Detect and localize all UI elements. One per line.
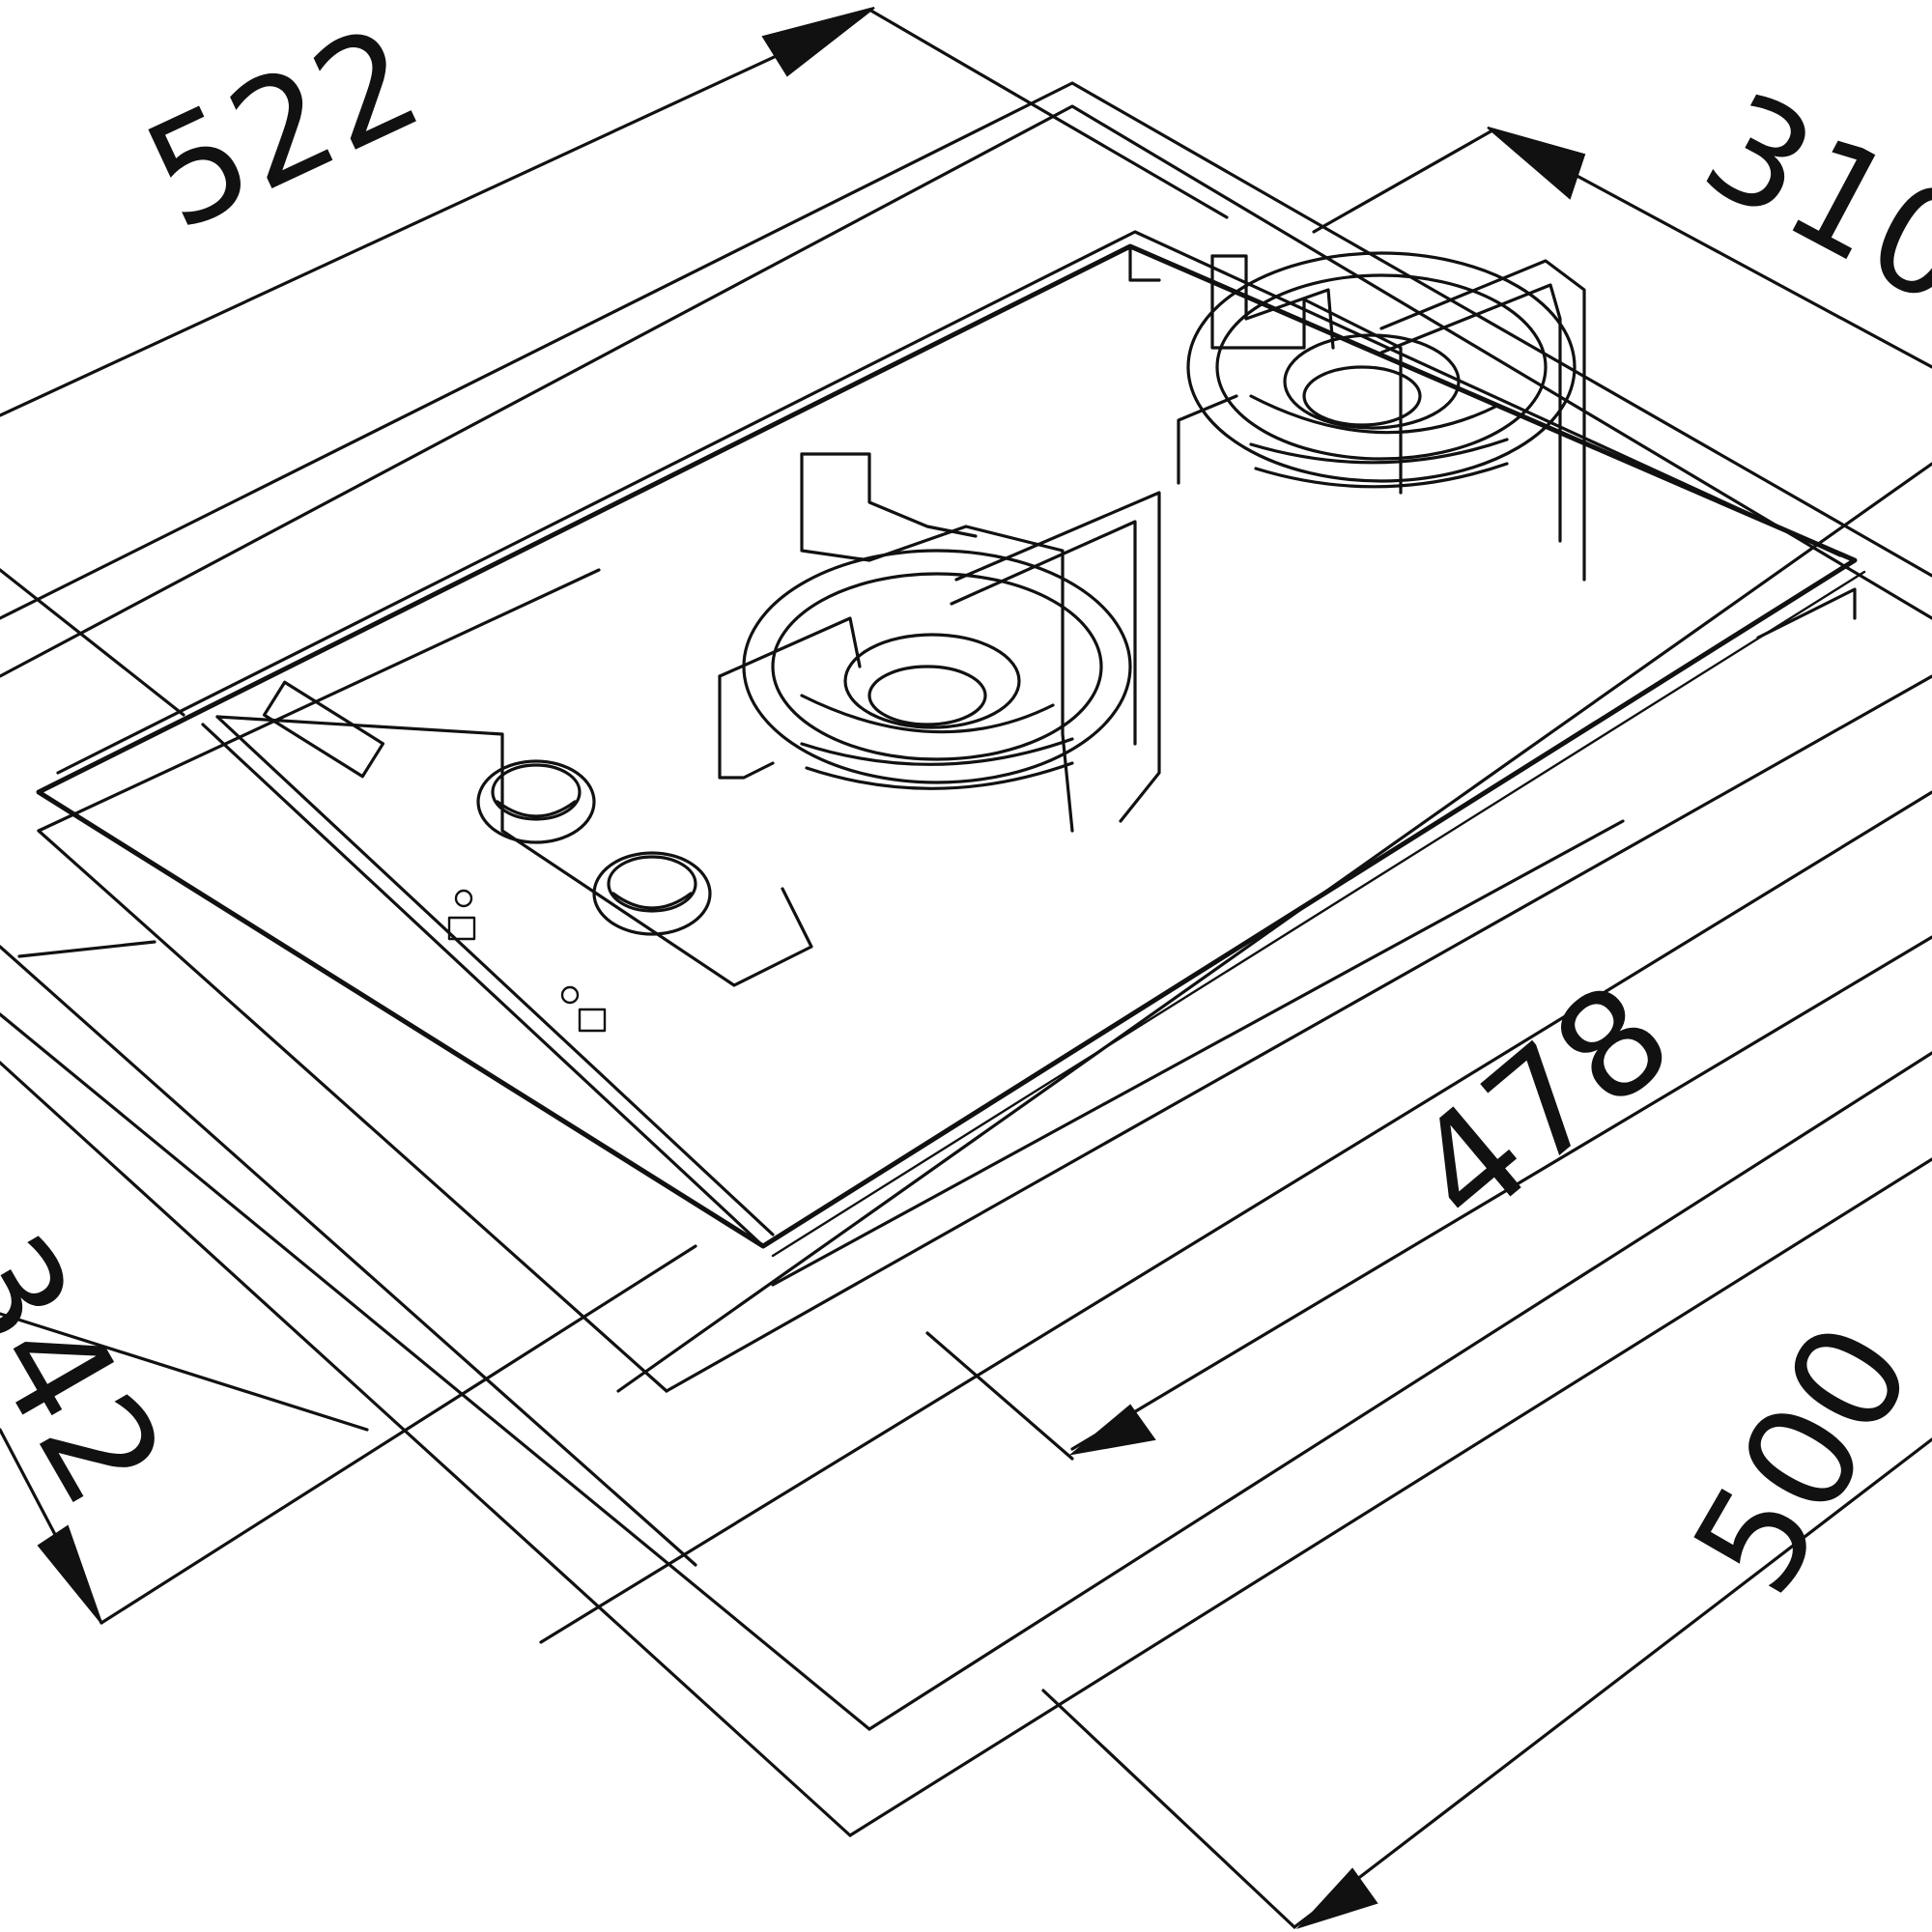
arrowhead-depth-top	[1487, 127, 1586, 200]
burner-rear	[1186, 251, 1577, 489]
hob-glass-plate	[36, 230, 1866, 1258]
dimension-cutout-depth	[1041, 1437, 1932, 1930]
arrowhead-width-right	[761, 7, 875, 77]
control-panel	[215, 680, 813, 1033]
indicator-led-2	[578, 1008, 607, 1033]
dim-label-342: 342	[0, 1208, 196, 1532]
dimension-cutout-width	[925, 935, 1932, 1461]
knob-1[interactable]	[476, 759, 596, 844]
indicator-dot-2	[560, 985, 580, 1005]
arrowhead-depth-left	[37, 1524, 102, 1624]
indicator-dot-1	[454, 889, 473, 908]
dim-label-500: 500	[1662, 1297, 1932, 1621]
burner-front	[742, 549, 1132, 790]
dim-label-522: 522	[123, 0, 444, 264]
arrowhead-cutout-depth	[1295, 1867, 1378, 1930]
dimension-depth-left	[0, 1244, 697, 1625]
pan-support-rear	[1177, 254, 1586, 582]
display-window	[262, 680, 385, 779]
pan-support-front	[718, 452, 1161, 833]
cutout-outline	[17, 568, 1932, 1393]
countertop-outline	[0, 81, 1932, 1837]
knob-2[interactable]	[592, 851, 712, 936]
indicator-led-1	[447, 916, 476, 941]
dimension-depth-total	[1312, 127, 1932, 369]
dim-label-478: 478	[1382, 952, 1702, 1258]
dimension-width-total	[0, 7, 1229, 717]
arrowhead-cutout-width	[1068, 1404, 1156, 1456]
